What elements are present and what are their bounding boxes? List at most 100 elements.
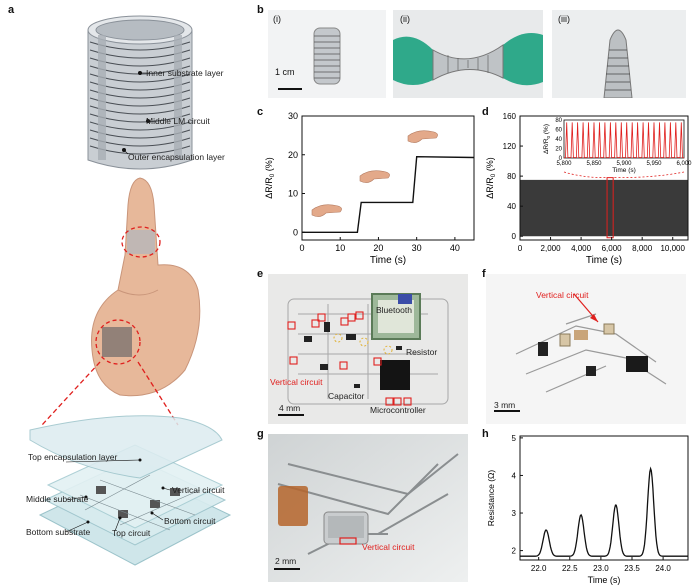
x-tick-label: 0 (518, 244, 523, 253)
y-tick-label: 2 (512, 547, 517, 556)
series-line (302, 155, 475, 233)
inset-y-tick-label: 40 (555, 137, 562, 143)
x-tick-label: 40 (450, 243, 460, 253)
sub-label-b-iii: (iii) (558, 14, 570, 24)
x-tick-label: 8,000 (632, 244, 653, 253)
scale-bar-f: 3 mm (494, 400, 516, 410)
photo-b-iii (552, 10, 686, 98)
inset-y-tick-label: 20 (555, 147, 562, 153)
y-tick-label: 40 (507, 202, 516, 211)
inset-series-line (563, 122, 685, 159)
x-tick-label: 6,000 (602, 244, 623, 253)
panel-label-f: f (482, 268, 486, 280)
y-tick-label: 4 (512, 471, 517, 480)
label-top-encapsulation: Top encapsulation layer (28, 452, 118, 462)
y-axis-label: ΔR/R0 (%) (264, 157, 276, 199)
inset-x-tick-label: 5,950 (646, 161, 662, 167)
inset-x-tick-label: 5,850 (586, 161, 602, 167)
y-tick-label: 80 (507, 172, 516, 181)
panel-a-illustration (29, 15, 232, 566)
label-microcontroller: Microcontroller (370, 405, 426, 415)
zoom-connector (613, 171, 685, 179)
label-middle-substrate: Middle substrate (26, 494, 89, 504)
inset-y-tick-label: 80 (555, 118, 562, 124)
layered-circuit-illustration (29, 415, 232, 566)
photo-f-vertical-circuit (486, 274, 686, 424)
panel-label-c: c (257, 106, 264, 118)
label-vertical-circuit-f: Vertical circuit (536, 290, 589, 300)
label-bottom-circuit: Bottom circuit (164, 516, 216, 526)
inset-x-axis-label: Time (s) (612, 167, 636, 174)
y-axis-label: ΔR/R0 (%) (485, 157, 497, 199)
photo-g-vertical-circuit (268, 434, 468, 582)
x-tick-label: 22.0 (531, 564, 547, 573)
y-tick-label: 160 (503, 112, 517, 121)
scale-bar-e: 4 mm (279, 403, 301, 413)
inset-x-tick-label: 5,800 (556, 161, 572, 167)
y-tick-label: 5 (512, 434, 517, 443)
zoom-region-box (606, 177, 614, 239)
x-tick-label: 10,000 (660, 244, 685, 253)
panel-label-b: b (257, 4, 264, 16)
label-bluetooth: Bluetooth (376, 305, 412, 315)
y-tick-label: 3 (512, 509, 517, 518)
inset-y-tick-label: 0 (559, 156, 563, 162)
y-tick-label: 30 (288, 111, 298, 121)
x-tick-label: 30 (412, 243, 422, 253)
x-tick-label: 20 (373, 243, 383, 253)
panel-label-e: e (257, 268, 264, 280)
y-tick-label: 0 (293, 227, 298, 237)
label-top-circuit: Top circuit (112, 528, 151, 538)
x-axis-label: Time (s) (370, 255, 406, 266)
inset-x-tick-label: 5,900 (616, 161, 632, 167)
plot-frame (519, 115, 689, 241)
finger-gesture-icon (359, 170, 390, 183)
label-vertical-circuit-e: Vertical circuit (270, 377, 323, 387)
inset-y-tick-label: 60 (555, 128, 562, 134)
x-tick-label: 4,000 (571, 244, 592, 253)
y-axis-label: Resistance (Ω) (486, 470, 496, 527)
label-inner-substrate: Inner substrate layer (146, 68, 224, 78)
label-middle-lm-circuit: Middle LM circuit (146, 116, 210, 126)
x-tick-label: 10 (335, 243, 345, 253)
photo-b-ii (393, 10, 543, 98)
x-tick-label: 24.0 (655, 564, 671, 573)
y-tick-label: 20 (288, 150, 298, 160)
x-tick-label: 22.5 (562, 564, 578, 573)
scale-bar-b: 1 cm (275, 67, 295, 77)
label-capacitor: Capacitor (328, 391, 365, 401)
x-tick-label: 0 (299, 243, 304, 253)
x-tick-label: 23.5 (624, 564, 640, 573)
zoom-connector (563, 171, 608, 179)
scale-bar-g: 2 mm (275, 556, 297, 566)
cylinder-device-illustration (87, 15, 193, 170)
finger-gesture-icon (311, 204, 342, 217)
x-axis-label: Time (s) (586, 255, 622, 266)
plot-frame (301, 115, 475, 241)
label-resistor: Resistor (406, 347, 438, 357)
y-tick-label: 10 (288, 189, 298, 199)
sub-label-b-i: (i) (273, 14, 281, 24)
label-bottom-substrate: Bottom substrate (26, 527, 91, 537)
inset-x-tick-label: 6,000 (676, 161, 692, 167)
cyclic-signal-band (520, 179, 688, 237)
resistance-series-line (520, 466, 688, 557)
plot-frame (519, 435, 689, 561)
label-vertical-circuit-a: Vertical circuit (172, 485, 225, 495)
label-vertical-circuit-g: Vertical circuit (362, 542, 415, 552)
x-axis-label: Time (s) (588, 575, 621, 585)
label-outer-encapsulation: Outer encapsulation layer (128, 152, 225, 162)
y-axis-label: ΔR/R0 (%) (543, 124, 551, 154)
panel-label-h: h (482, 428, 489, 440)
x-tick-label: 23.0 (593, 564, 609, 573)
photo-e-circuit-board (268, 274, 468, 424)
panel-label-a: a (8, 4, 15, 16)
hand-photo-illustration (70, 175, 220, 405)
photo-b-i (268, 10, 386, 98)
panel-label-d: d (482, 106, 489, 118)
y-tick-label: 120 (503, 142, 517, 151)
sub-label-b-ii: (ii) (400, 14, 410, 24)
panel-label-g: g (257, 428, 264, 440)
